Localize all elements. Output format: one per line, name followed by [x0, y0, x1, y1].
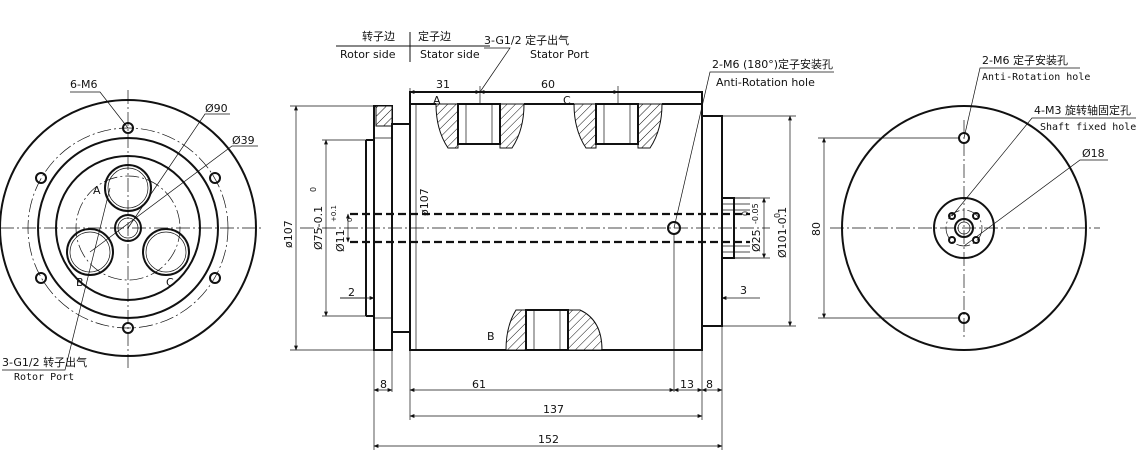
dia-25-tol-lower: -0.05	[751, 203, 760, 224]
dim-2: 2	[348, 286, 355, 299]
stator-port-cn: 3-G1/2 定子出气	[484, 33, 569, 47]
port-b-label: B	[76, 276, 84, 289]
shaft-fixed-en: Shaft fixed hole	[1040, 122, 1136, 133]
dim-8-right: 8	[706, 378, 713, 391]
stator-side-en: Stator side	[420, 48, 480, 61]
dia-75-upper: 0	[309, 187, 318, 192]
dim-8-left: 8	[380, 378, 387, 391]
port-a-circle	[104, 164, 152, 212]
dim-152: 152	[538, 433, 559, 446]
dim-60: 60	[541, 78, 555, 91]
port-c-label: C	[166, 276, 174, 289]
dim-80: 80	[810, 222, 823, 236]
shaft-fixed-cn: 4-M3 旋转轴固定孔	[1034, 103, 1131, 117]
port-b-circle	[66, 228, 114, 276]
dim-61: 61	[472, 378, 486, 391]
middle-view: 31 60 3-G1/2 定子出气 Stator Port A C B ø107…	[282, 33, 834, 450]
port-b-middle: B	[487, 330, 495, 343]
port-c-middle: C	[563, 94, 571, 107]
dia-101-upper: 0	[773, 213, 782, 218]
side-header: 转子边 Rotor side 定子边 Stator side	[336, 29, 490, 62]
anti-rotation-cn-right: 2-M6 定子安装孔	[982, 53, 1068, 67]
rotor-port-en: Rotor Port	[14, 372, 74, 383]
port-a-label: A	[93, 184, 101, 197]
dia-11: Ø11	[334, 229, 347, 252]
rotor-port-cn: 3-G1/2 转子出气	[2, 355, 87, 369]
anti-rotation-cn-mid: 2-M6 (180°)定子安装孔	[712, 57, 833, 71]
dia-11-tol-lower: 0	[346, 218, 354, 222]
dia-11-tol-upper: +0.1	[330, 205, 338, 222]
dim-31: 31	[436, 78, 450, 91]
anti-rotation-en-mid: Anti-Rotation hole	[716, 76, 815, 89]
thread-label: 6-M6	[70, 78, 97, 91]
right-view: 80 2-M6 定子安装孔 Anti-Rotation hole 4-M3 旋转…	[810, 53, 1136, 351]
dia-101: Ø101-0.1	[776, 207, 789, 258]
dia-107-left: ø107	[282, 220, 295, 248]
dia-25: Ø25	[750, 229, 763, 252]
stator-port-en: Stator Port	[530, 48, 590, 61]
dia-outer-label: Ø90	[205, 102, 228, 115]
dia-25-tol-upper: 0	[741, 211, 750, 216]
rotor-side-cn: 转子边	[362, 29, 395, 43]
stator-side-cn: 定子边	[418, 29, 451, 43]
dia-107-inner: ø107	[418, 188, 431, 216]
anti-rotation-en-right: Anti-Rotation hole	[982, 72, 1090, 83]
left-view: 6-M6 Ø90 Ø39 A B C 3-G1/2 转子出气 Rotor Por…	[0, 78, 262, 383]
dia-inner-label: Ø39	[232, 134, 255, 147]
dim-13: 13	[680, 378, 694, 391]
dia-75: Ø75-0.1	[312, 206, 325, 250]
port-c-circle	[142, 228, 190, 276]
dim-137: 137	[543, 403, 564, 416]
dim-3: 3	[740, 284, 747, 297]
rotor-side-en: Rotor side	[340, 48, 396, 61]
dia-18-label: Ø18	[1082, 147, 1105, 160]
port-a-middle: A	[433, 94, 441, 107]
